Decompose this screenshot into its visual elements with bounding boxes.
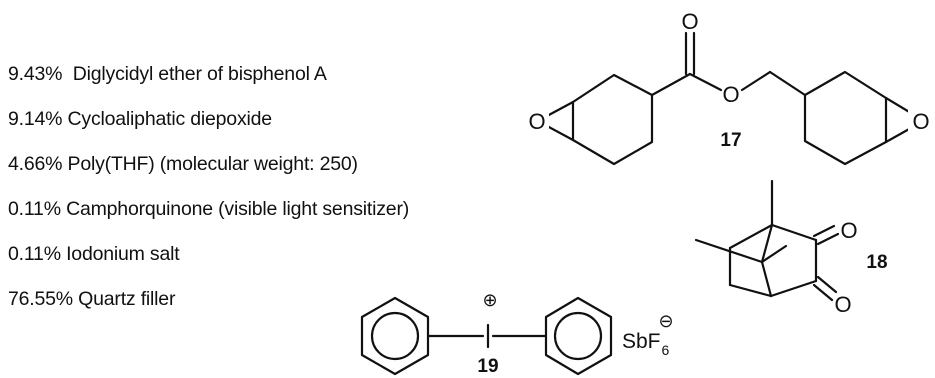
antimony-fluoride-anion: SbF6	[622, 330, 670, 358]
carbonyl-oxygen: O	[681, 9, 698, 34]
composition-percent: 0.11%	[8, 243, 61, 265]
bridge-bond	[760, 223, 774, 264]
right-cyclohexane-ring	[803, 70, 888, 166]
ester-oxygen-to-methylene-bond	[740, 70, 772, 92]
composition-row: 0.11% Iodonium salt	[8, 232, 409, 277]
ketone-oxygen-top: O	[840, 218, 857, 243]
skeleton-bond	[728, 223, 774, 250]
left-cyclohexane-ring	[571, 73, 654, 166]
right-phenyl-ring	[544, 296, 613, 376]
composition-row: 0.11% Camphorquinone (visible light sens…	[8, 187, 409, 232]
anion-formula: SbF	[622, 330, 661, 353]
composition-percent: 4.66%	[8, 153, 63, 175]
left-epoxide-bond	[545, 124, 575, 142]
composition-list: 9.43% Diglycidyl ether of bisphenol A 9.…	[8, 52, 409, 322]
composition-row: 9.14% Cycloaliphatic diepoxide	[8, 97, 409, 142]
composition-component: Cycloaliphatic diepoxide	[67, 108, 273, 130]
composition-percent: 9.43%	[8, 63, 63, 85]
bridge-bond	[760, 260, 773, 298]
composition-component: Poly(THF) (molecular weight: 250)	[67, 153, 359, 175]
composition-percent: 9.14%	[8, 108, 63, 130]
composition-percent: 76.55%	[8, 288, 73, 310]
gem-methyl-bond	[694, 238, 764, 264]
composition-component: Iodonium salt	[66, 243, 180, 265]
ketone-oxygen-bottom: O	[834, 292, 851, 317]
gem-methyl-bond	[760, 244, 788, 264]
composition-row: 4.66% Poly(THF) (molecular weight: 250)	[8, 142, 409, 187]
ketone-double-bond	[816, 232, 840, 246]
compound-17-structure: O O O O 17	[525, 9, 935, 166]
ester-oxygen: O	[722, 82, 739, 107]
skeleton-bond	[728, 283, 773, 298]
right-epoxide-bond	[884, 126, 913, 144]
iodonium-positive-charge: ⊕	[482, 290, 497, 310]
compound-17-number: 17	[720, 130, 741, 151]
ketone-double-bond	[816, 275, 838, 294]
composition-component: Camphorquinone (visible light sensitizer…	[66, 198, 410, 220]
compound-18-structure: O O 18	[694, 179, 888, 317]
ketone-double-bond	[812, 224, 836, 238]
composition-percent: 0.11%	[8, 198, 61, 220]
right-epoxide-bond	[884, 96, 913, 115]
left-epoxide-oxygen: O	[528, 109, 545, 134]
composition-component: Diglycidyl ether of bisphenol A	[72, 63, 327, 85]
methylene-to-ring-bond	[768, 70, 807, 97]
anion-subscript: 6	[662, 342, 670, 358]
left-phenyl-aromatic-circle	[370, 311, 420, 361]
ring-to-carbonyl-bond	[650, 72, 692, 97]
skeleton-bond	[770, 223, 818, 242]
composition-row: 9.43% Diglycidyl ether of bisphenol A	[8, 52, 409, 97]
ketone-double-bond	[812, 283, 834, 302]
left-epoxide-bond	[545, 100, 575, 118]
compound-19-structure: I ⊕ SbF6 ⊖ 19	[360, 290, 674, 377]
right-phenyl-aromatic-circle	[553, 311, 603, 361]
anion-negative-charge: ⊖	[658, 311, 673, 331]
compound-19-number: 19	[477, 356, 498, 377]
carbonyl-to-ester-oxygen-bond	[688, 72, 723, 92]
skeleton-bond	[769, 279, 818, 298]
composition-row: 76.55% Quartz filler	[8, 277, 409, 322]
compound-18-number: 18	[866, 252, 887, 273]
right-epoxide-oxygen: O	[912, 109, 929, 134]
left-phenyl-ring	[360, 296, 430, 376]
composition-component: Quartz filler	[78, 288, 176, 310]
